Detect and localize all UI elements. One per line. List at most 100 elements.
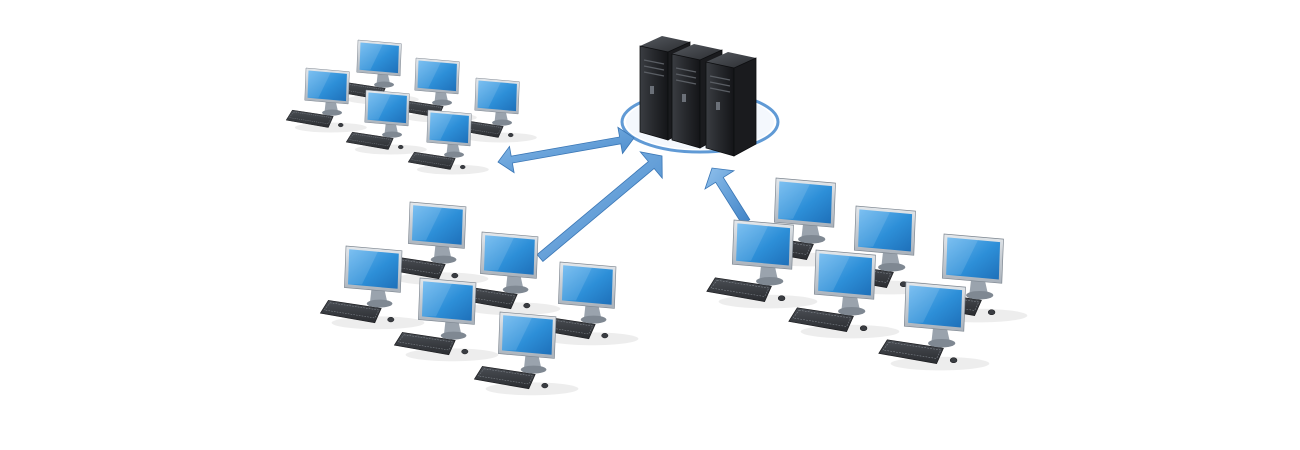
shadow [416, 164, 489, 175]
monitor-stand [446, 142, 461, 155]
mouse [387, 316, 395, 323]
keyboard-keys [348, 133, 392, 147]
mouse [523, 302, 531, 309]
drive-bay [643, 59, 665, 65]
keyboard-keys [477, 368, 534, 385]
monitor-stand [384, 122, 399, 135]
monitor-screen [818, 253, 873, 296]
keyboard [393, 332, 456, 356]
keyboard-keys [288, 111, 332, 125]
monitor-screen [429, 112, 469, 144]
monitor-base [382, 131, 402, 138]
monitor-base [492, 119, 512, 126]
monitor-base [520, 365, 547, 374]
workstation [878, 281, 990, 371]
drive-bay [643, 65, 665, 71]
screen-gloss [908, 285, 940, 323]
tower-side [733, 57, 757, 157]
screen-gloss [412, 205, 442, 241]
drive-bay [709, 87, 731, 93]
monitor-base [502, 285, 529, 294]
mouse [859, 325, 868, 332]
monitor-base [966, 290, 994, 300]
screen-gloss [778, 181, 810, 219]
shadow [294, 122, 367, 133]
mouse [508, 132, 514, 138]
monitor-screen [908, 285, 963, 328]
monitor-stand [376, 72, 391, 85]
tower-top [672, 44, 722, 60]
monitor-screen [417, 60, 457, 92]
monitor-base [366, 299, 393, 308]
shadow [718, 294, 818, 309]
monitor-stand [841, 294, 861, 312]
screen-gloss [367, 92, 391, 120]
monitor-screen [307, 70, 347, 102]
monitor-screen [562, 265, 613, 305]
monitor-screen [502, 315, 553, 355]
connection-arrows [497, 126, 751, 263]
monitor-screen [412, 205, 463, 245]
drive-bay [675, 67, 697, 73]
screen-gloss [858, 209, 890, 247]
shadow [464, 132, 537, 143]
mouse [541, 382, 549, 389]
monitor-stand [494, 110, 509, 123]
workstation [407, 109, 489, 175]
mouse [460, 164, 466, 170]
monitor-stand [881, 250, 901, 268]
workstation [393, 277, 499, 362]
monitor-stand [434, 90, 449, 103]
monitor-base [756, 276, 784, 286]
screen-gloss [736, 223, 768, 261]
arrow-to-right-group [704, 167, 751, 225]
drive-bay [709, 75, 731, 81]
monitor-base [440, 331, 467, 340]
workstation [706, 219, 818, 309]
monitor-screen [348, 249, 399, 289]
workstation [788, 249, 900, 339]
power-indicator [682, 94, 686, 102]
keyboard [319, 300, 382, 324]
mouse [398, 144, 404, 150]
mouse [461, 348, 469, 355]
monitor-base [928, 338, 956, 348]
keyboard [345, 131, 394, 150]
keyboard-keys [323, 302, 380, 319]
monitor-stand [506, 273, 524, 290]
screen-gloss [946, 237, 978, 275]
monitor-base [444, 151, 464, 158]
monitor-screen [736, 223, 791, 266]
monitor-base [878, 262, 906, 272]
workstation-group-bottom-left [319, 201, 639, 396]
workstation [345, 89, 427, 155]
keyboard-keys [882, 342, 942, 359]
keyboard-keys [397, 334, 454, 351]
mouse [949, 357, 958, 364]
shadow [405, 348, 499, 362]
monitor-screen [359, 42, 399, 74]
shadow [890, 356, 990, 371]
workstation [455, 77, 537, 143]
mouse [987, 309, 996, 316]
monitor-stand [931, 326, 951, 344]
monitor-base [374, 81, 394, 88]
mouse [451, 272, 459, 279]
monitor-stand [584, 303, 602, 320]
monitor-screen [858, 209, 913, 252]
keyboard [878, 339, 944, 364]
shadow [467, 302, 561, 316]
keyboard-keys [410, 153, 454, 167]
keyboard [285, 109, 334, 128]
monitor-screen [367, 92, 407, 124]
screen-gloss [422, 281, 452, 317]
keyboard-keys [792, 310, 852, 327]
monitor-base [798, 234, 826, 244]
monitor-stand [434, 243, 452, 260]
monitor-stand [801, 222, 821, 240]
drive-bay [643, 71, 665, 77]
screen-gloss [477, 80, 501, 108]
monitor-stand [969, 278, 989, 296]
monitor-stand [370, 287, 388, 304]
